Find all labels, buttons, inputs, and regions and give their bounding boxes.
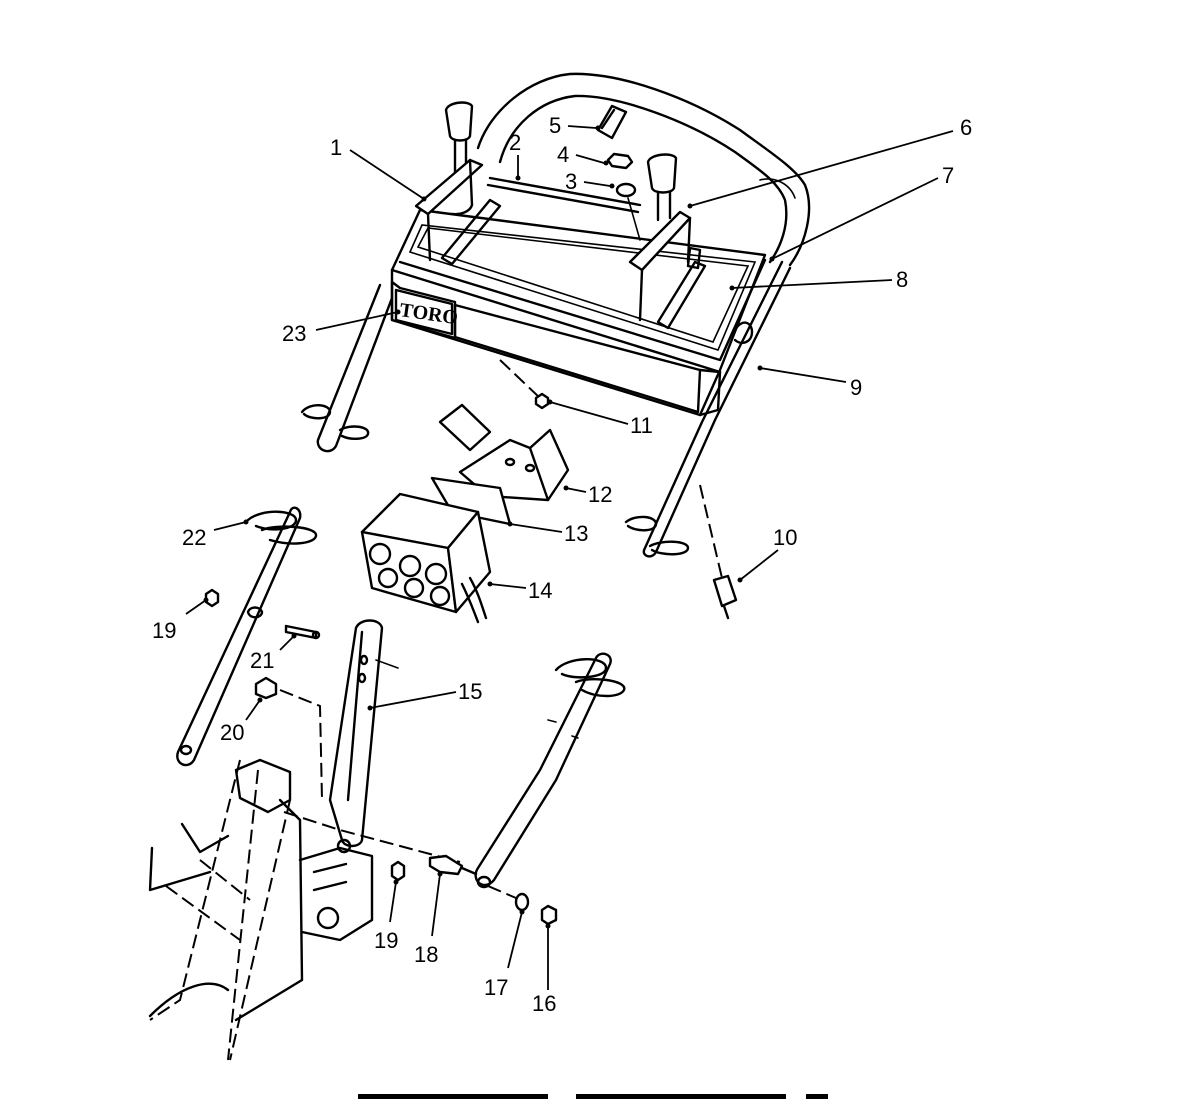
cropped-footer-graphic	[358, 1094, 828, 1099]
control-panel	[390, 176, 767, 417]
callout-22: 22	[182, 525, 206, 550]
callout-19-upper: 19	[152, 618, 176, 643]
nut-16	[540, 904, 558, 926]
callout-16: 16	[532, 991, 556, 1016]
callout-23: 23	[282, 321, 306, 346]
relay-box-14	[360, 492, 492, 624]
callout-17: 17	[484, 975, 508, 1000]
lower-right-arm	[474, 652, 626, 889]
bolt-20	[254, 676, 323, 801]
leader-lines	[185, 125, 954, 990]
callout-15: 15	[458, 679, 482, 704]
callout-9: 9	[850, 375, 862, 400]
right-control-lever	[628, 153, 707, 330]
lever-15	[328, 619, 399, 848]
bolt-18	[428, 854, 478, 876]
nut-19-upper	[204, 588, 220, 608]
callout-numbers: 1 2 3 4 5 6 7 8 9 10 11 12 13 14 15 16 1…	[152, 113, 972, 1016]
handle-left-arm	[300, 283, 394, 453]
callout-21: 21	[250, 648, 274, 673]
callout-5: 5	[549, 113, 561, 138]
nut-11	[534, 392, 550, 410]
handle-right-arm	[624, 260, 792, 558]
left-control-lever	[414, 101, 502, 266]
callout-6: 6	[960, 115, 972, 140]
callout-8: 8	[896, 267, 908, 292]
toro-logo-badge: TORO	[394, 288, 459, 336]
callout-2: 2	[509, 130, 521, 155]
callout-3: 3	[565, 169, 577, 194]
pin-21	[284, 624, 321, 640]
callout-4: 4	[557, 142, 569, 167]
switch-10	[712, 574, 738, 620]
callout-19-lower: 19	[374, 928, 398, 953]
hidden-line-axle	[487, 885, 517, 899]
callout-14: 14	[528, 578, 552, 603]
key-switch-assembly	[596, 104, 641, 241]
callout-7: 7	[942, 163, 954, 188]
callout-20: 20	[220, 720, 244, 745]
callout-18: 18	[414, 942, 438, 967]
base-frame	[148, 758, 461, 1061]
washer-17	[514, 892, 530, 912]
callout-1: 1	[330, 135, 342, 160]
hidden-line-10	[699, 484, 723, 579]
callout-10: 10	[773, 525, 797, 550]
callout-12: 12	[588, 482, 612, 507]
nut-19-lower	[390, 860, 406, 882]
lower-left-arm	[176, 506, 318, 767]
upper-handle-loop	[476, 72, 811, 267]
callout-13: 13	[564, 521, 588, 546]
callout-11: 11	[630, 413, 653, 438]
hidden-line-11	[499, 359, 541, 399]
